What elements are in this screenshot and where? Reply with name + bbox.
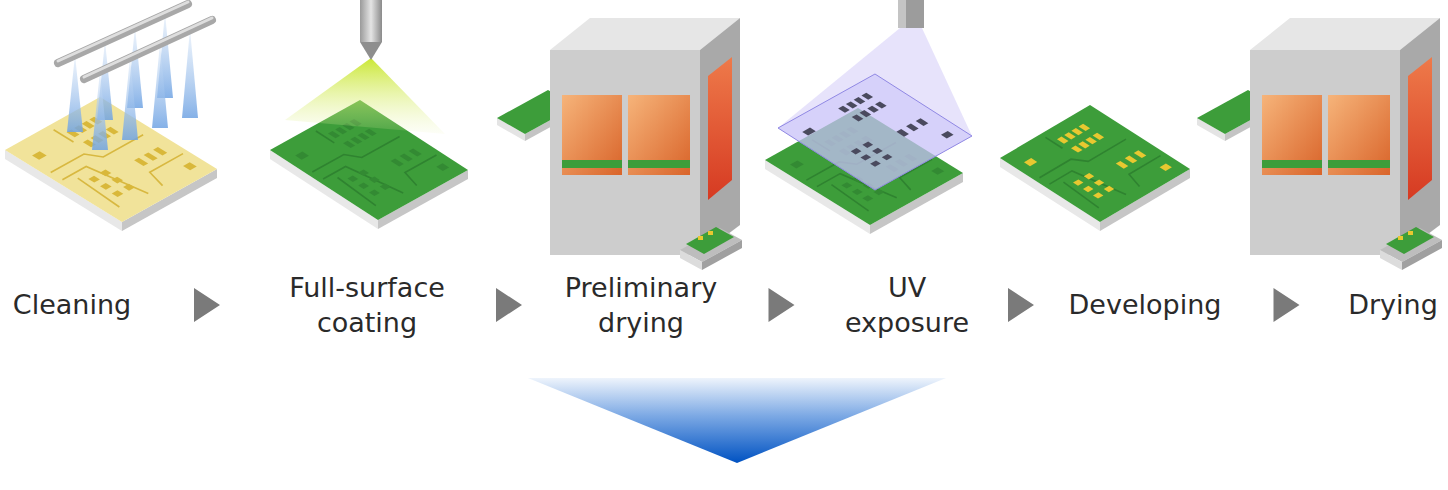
step-label: Preliminary drying bbox=[555, 270, 727, 340]
process-step: Preliminary drying bbox=[551, 268, 731, 342]
step-label: Cleaning bbox=[1, 287, 143, 322]
process-step: Developing bbox=[1060, 285, 1230, 324]
process-step: Drying bbox=[1343, 285, 1443, 324]
flow-arrow bbox=[1230, 288, 1343, 322]
step-label: Full-surface coating bbox=[271, 270, 463, 340]
flow-arrow bbox=[731, 288, 832, 322]
process-step: UV exposure bbox=[832, 268, 982, 342]
step-label: UV exposure bbox=[836, 270, 978, 340]
flow-arrow bbox=[467, 288, 551, 322]
flow-arrow bbox=[982, 288, 1060, 322]
step-label: Developing bbox=[1064, 287, 1226, 322]
step-label: Drying bbox=[1347, 287, 1439, 322]
flow-arrow bbox=[147, 288, 267, 322]
process-step: Cleaning bbox=[0, 285, 147, 324]
process-step: Full-surface coating bbox=[267, 268, 467, 342]
